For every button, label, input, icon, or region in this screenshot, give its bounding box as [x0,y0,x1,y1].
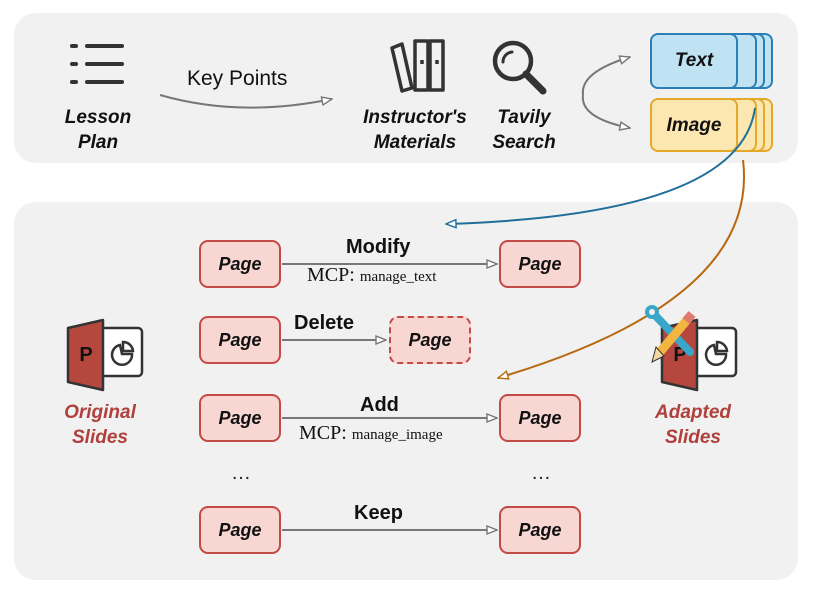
original-page-add: Page [199,394,281,442]
books-icon [390,39,445,93]
modify-tool-label: MCP: manage_text [307,264,437,286]
ellipsis-adapted: … [531,462,551,484]
wrench-pencil-icon [645,305,696,363]
fork-arrow-bottom [581,94,630,128]
image-card-label: Image [666,115,722,136]
add-label: Add [360,394,399,416]
adapted-page-modify: Page [499,240,581,288]
original-page-keep: Page [199,506,281,554]
key-points-arrow [159,94,332,109]
modify-label: Modify [346,236,411,258]
adapted-page-add: Page [499,394,581,442]
image-card-stack [650,98,773,152]
keep-label: Keep [354,502,403,524]
adapted-page-keep: Page [499,506,581,554]
image-to-slides-arrow [498,159,746,378]
original-page-delete: Page [199,316,281,364]
svg-text:P: P [79,344,92,366]
text-card-stack [650,33,773,89]
fork-arrow-top [581,57,630,96]
delete-label: Delete [294,312,355,334]
text-card-label: Text [674,50,714,71]
key-points-label: Key Points [187,67,288,90]
powerpoint-icon-original: P [66,318,144,392]
list-icon [70,44,124,84]
text-to-slides-arrow [446,107,756,224]
ellipsis-original: … [231,462,251,484]
add-tool-label: MCP: manage_image [299,422,443,444]
deleted-page: Page [389,316,471,364]
search-icon [492,40,547,95]
original-page-modify: Page [199,240,281,288]
